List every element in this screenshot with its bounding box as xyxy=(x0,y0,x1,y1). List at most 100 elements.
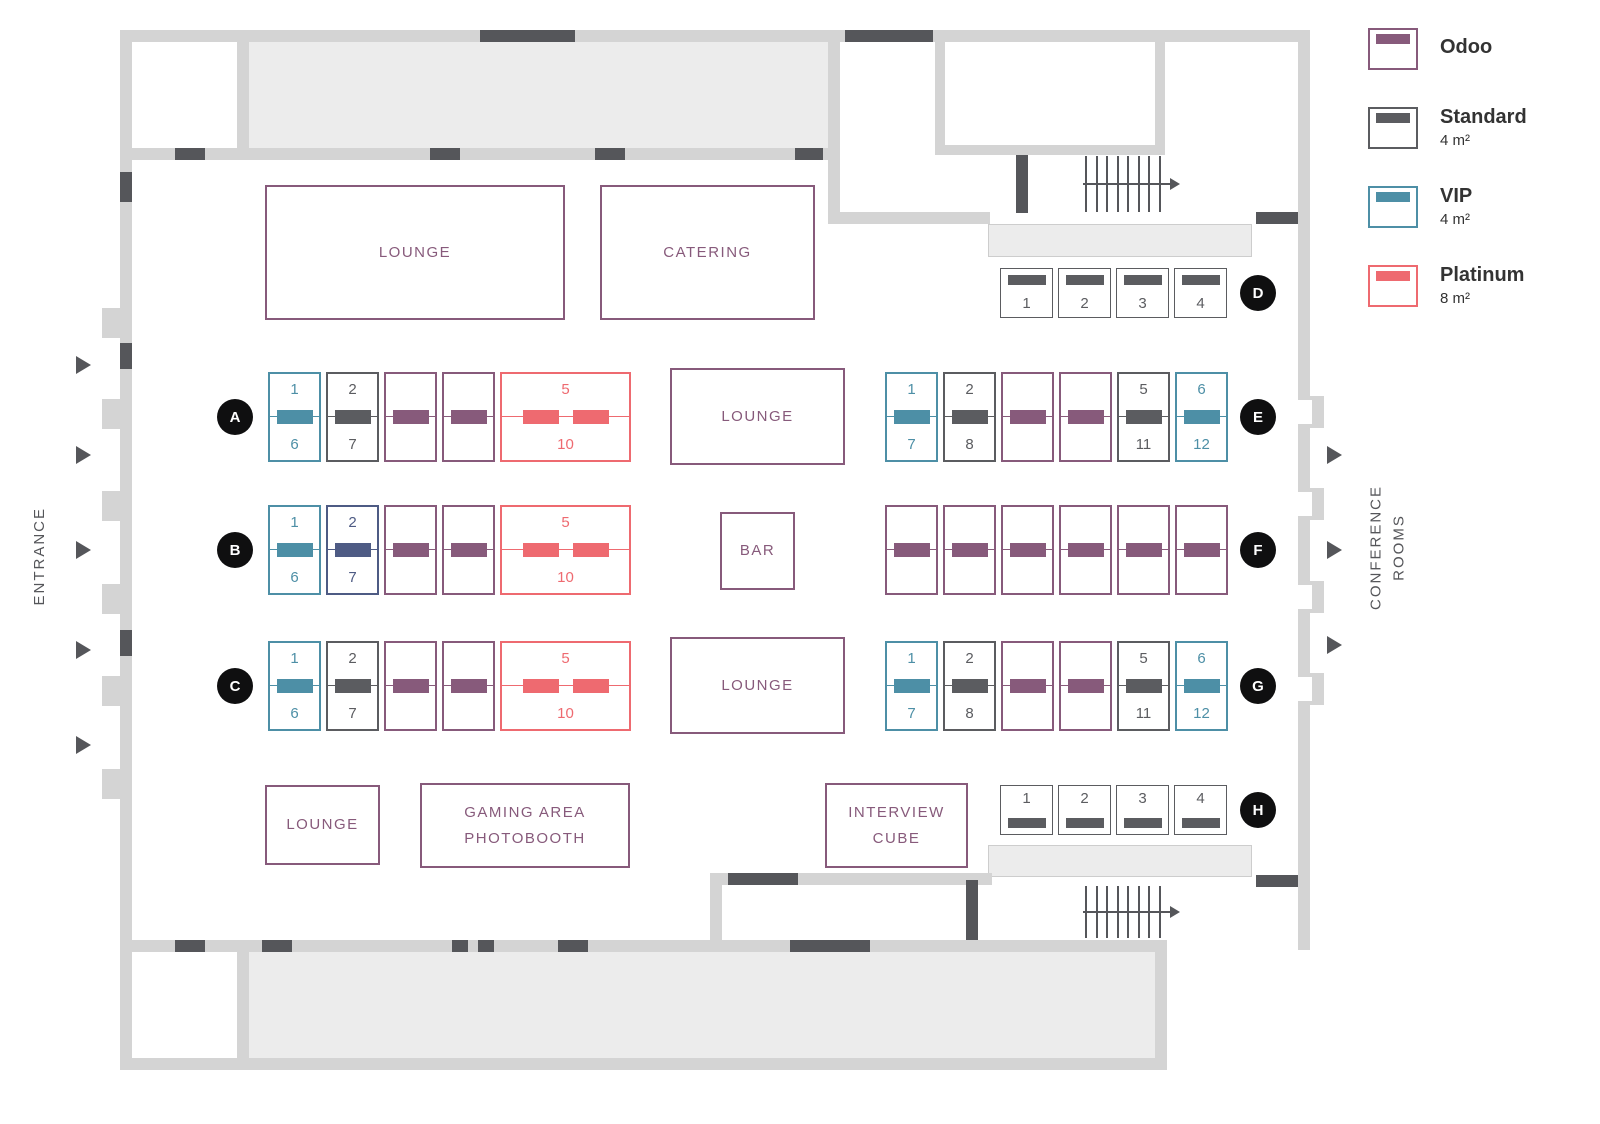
booth-b-odoo[interactable] xyxy=(384,505,437,595)
booth-number: 11 xyxy=(1135,705,1152,722)
room-fill-top xyxy=(249,42,828,148)
legend-label: Odoo xyxy=(1440,36,1493,58)
booth-table-bar xyxy=(1009,410,1046,424)
booth-h-3[interactable]: 3 xyxy=(1116,785,1169,835)
row-marker-d: D xyxy=(1240,275,1276,311)
booth-b-odoo[interactable] xyxy=(442,505,495,595)
booth-d-3[interactable]: 3 xyxy=(1116,268,1169,318)
door-arrow-icon xyxy=(1327,636,1342,654)
pillar xyxy=(1310,488,1324,520)
wall-segment xyxy=(935,42,945,145)
booth-d-1[interactable]: 1 xyxy=(1000,268,1053,318)
legend-area: 4 m² xyxy=(1440,132,1470,149)
booth-f-odoo[interactable] xyxy=(1059,505,1112,595)
booth-number: 6 xyxy=(1197,381,1206,398)
wall-segment xyxy=(828,30,840,224)
legend-item-odoo: Odoo xyxy=(1368,28,1527,70)
legend-text: Odoo xyxy=(1440,36,1492,62)
booth-table-bar xyxy=(1067,543,1104,557)
pillar xyxy=(102,308,120,338)
booth-g-odoo[interactable] xyxy=(1059,641,1112,731)
wall-segment xyxy=(935,145,1165,155)
wall-segment xyxy=(120,940,1167,952)
booth-d-4[interactable]: 4 xyxy=(1174,268,1227,318)
pillar xyxy=(102,676,120,706)
booth-h-1[interactable]: 1 xyxy=(1000,785,1053,835)
booth-f-odoo[interactable] xyxy=(1117,505,1170,595)
stairs-icon xyxy=(1083,156,1180,212)
booth-number: 8 xyxy=(965,705,974,722)
row-marker-g: G xyxy=(1240,668,1276,704)
legend-label: Standard xyxy=(1440,106,1527,128)
booth-number: 1 xyxy=(290,514,299,531)
booth-e-odoo[interactable] xyxy=(1001,372,1054,462)
booth-f-odoo[interactable] xyxy=(1001,505,1054,595)
legend-area: 8 m² xyxy=(1440,290,1470,307)
gaming-area: GAMING AREA PHOTOBOOTH xyxy=(420,783,630,868)
booth-b-5[interactable]: 5 10 xyxy=(500,505,631,595)
booth-f-odoo[interactable] xyxy=(943,505,996,595)
booth-d-2[interactable]: 2 xyxy=(1058,268,1111,318)
booth-g-odoo[interactable] xyxy=(1001,641,1054,731)
booth-c-odoo[interactable] xyxy=(384,641,437,731)
booth-table-bar xyxy=(1181,275,1220,285)
booth-divider-line xyxy=(502,685,629,686)
booth-table-bar xyxy=(1007,275,1046,285)
wall-segment xyxy=(1155,42,1165,145)
booth-number: 5 xyxy=(561,514,570,531)
wall-door-segment xyxy=(175,148,205,160)
booth-f-odoo[interactable] xyxy=(885,505,938,595)
booth-divider-line xyxy=(502,416,629,417)
door-arrow-icon xyxy=(76,356,91,374)
booth-number: 4 xyxy=(1196,295,1205,312)
wall-door-segment xyxy=(452,940,468,952)
catering-area: CATERING xyxy=(600,185,815,320)
booth-f-odoo[interactable] xyxy=(1175,505,1228,595)
wall-segment xyxy=(830,212,990,224)
odoo-booth-icon xyxy=(1368,28,1418,70)
booth-h-2[interactable]: 2 xyxy=(1058,785,1111,835)
row-marker-f: F xyxy=(1240,532,1276,568)
booth-number: 10 xyxy=(557,569,574,586)
wall-segment xyxy=(120,30,1310,42)
booth-a-odoo[interactable] xyxy=(442,372,495,462)
wall-door-segment xyxy=(120,172,132,202)
booth-c-odoo[interactable] xyxy=(442,641,495,731)
door-arrow-icon xyxy=(1327,446,1342,464)
row-marker-e: E xyxy=(1240,399,1276,435)
legend-text: Platinum 8 m² xyxy=(1440,264,1524,307)
booth-number: 7 xyxy=(348,569,357,586)
catering-area-label: CATERING xyxy=(663,243,752,261)
booth-table-bar xyxy=(1067,679,1104,693)
booth-e-odoo[interactable] xyxy=(1059,372,1112,462)
wall-door-segment xyxy=(1256,212,1298,224)
booth-table-bar xyxy=(522,543,559,557)
booth-a-odoo[interactable] xyxy=(384,372,437,462)
booth-table-bar xyxy=(1007,818,1046,828)
door-arrow-icon xyxy=(76,541,91,559)
stairs-direction-arrow xyxy=(1083,178,1180,190)
booth-h-4[interactable]: 4 xyxy=(1174,785,1227,835)
platinum-booth-icon xyxy=(1368,264,1418,307)
